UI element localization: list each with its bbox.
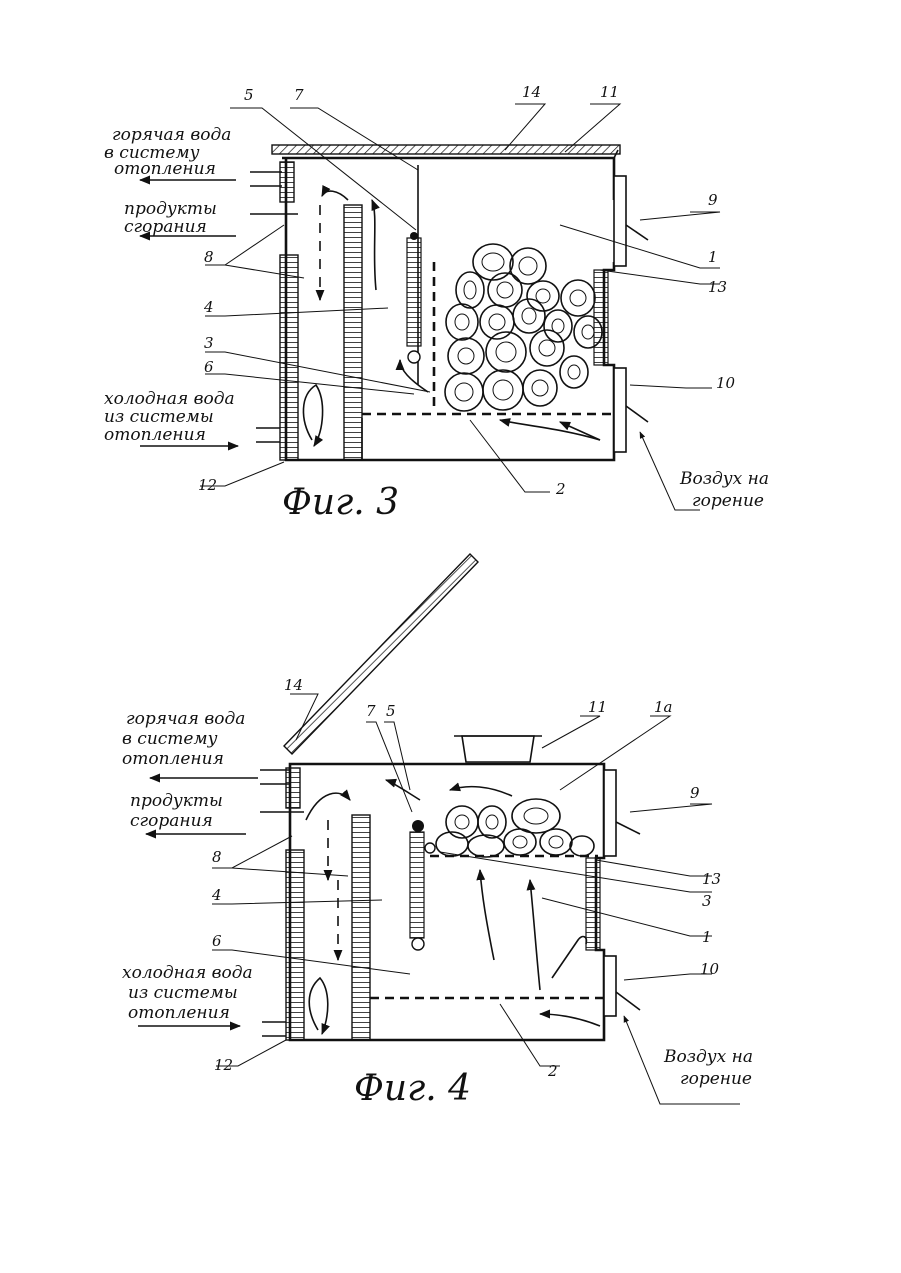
- num4-3: 3: [702, 892, 712, 910]
- cooking-pot: [462, 736, 534, 762]
- cold-water-pipe-4: [262, 1022, 286, 1036]
- door-10: [614, 368, 626, 452]
- lid-14-open: [284, 554, 478, 754]
- firewood-logs-4: [436, 799, 594, 857]
- combustion-label-1: продукты: [124, 199, 217, 219]
- num-5: 5: [244, 86, 254, 104]
- cold-water-label-4-2: из системы: [128, 983, 238, 1003]
- num-12: 12: [198, 476, 217, 494]
- heat-exchanger-wall-4: [344, 205, 362, 460]
- cold-water-label-4-1: холодная вода: [122, 963, 253, 983]
- figure-3: 5 7 14 11 9 1 13 10 8 4 3 6 12 2 горячая…: [104, 83, 769, 523]
- flow-arrows-4: [306, 780, 600, 1034]
- boiler-body: [282, 158, 614, 200]
- thermometer-7b: [410, 832, 424, 938]
- combustion-label-2: сгорания: [124, 217, 207, 237]
- flow-labels: горячая вода в систему отопления продукт…: [104, 125, 769, 511]
- water-jacket-outer: [280, 255, 298, 460]
- door-9: [614, 176, 626, 266]
- hot-water-label-4-3: отопления: [122, 749, 224, 769]
- hot-water-label-4-2: в систему: [122, 729, 218, 749]
- chamber-wall-13b: [586, 858, 600, 950]
- num-1: 1: [708, 248, 718, 266]
- num4-12: 12: [214, 1056, 233, 1074]
- cold-water-label-3: отопления: [104, 425, 206, 445]
- num-7: 7: [294, 86, 304, 104]
- num4-5: 5: [386, 702, 396, 720]
- cold-water-label-4-3: отопления: [128, 1003, 230, 1023]
- water-jacket-outer-4: [286, 850, 304, 1040]
- chamber-wall-13: [594, 270, 608, 365]
- combustion-label-4-1: продукты: [130, 791, 223, 811]
- num-8: 8: [204, 248, 214, 266]
- leader-lines: [200, 104, 720, 510]
- num4-6: 6: [212, 932, 222, 950]
- cold-water-pipe: [256, 428, 280, 442]
- air-label-1: Воздух на: [679, 469, 769, 489]
- combustion-label-4-2: сгорания: [130, 811, 213, 831]
- num4-10: 10: [700, 960, 720, 978]
- figure-4-caption: Фиг. 4: [354, 1068, 471, 1109]
- num4-4: 4: [211, 886, 222, 904]
- heat-exchanger-wall-4b: [352, 815, 370, 1040]
- num-14: 14: [522, 83, 541, 101]
- hot-water-label-1: горячая вода: [112, 125, 231, 145]
- num-11: 11: [600, 83, 619, 101]
- figure-3-caption: Фиг. 3: [282, 482, 399, 523]
- num4-1: 1: [702, 928, 712, 946]
- num-9: 9: [708, 191, 718, 209]
- figure-4: 14 7 5 11 1а 9 8 4 6 13 3 1 10 12 2 горя…: [122, 554, 753, 1109]
- num4-7: 7: [366, 702, 376, 720]
- door-9b: [604, 770, 616, 856]
- num-6: 6: [204, 358, 214, 376]
- hot-water-label-4-1: горячая вода: [126, 709, 245, 729]
- hot-water-pipe: [250, 172, 282, 186]
- num4-1a: 1а: [654, 698, 673, 716]
- num4-14: 14: [284, 676, 303, 694]
- air-label-4-1: Воздух на: [663, 1047, 753, 1067]
- firewood-logs: [445, 244, 602, 411]
- num4-9: 9: [690, 784, 700, 802]
- num-4: 4: [203, 298, 214, 316]
- num-3: 3: [204, 334, 214, 352]
- num4-11: 11: [588, 698, 607, 716]
- num-2: 2: [555, 480, 566, 498]
- num4-2: 2: [547, 1062, 558, 1080]
- thermometer-7: [407, 238, 421, 346]
- num-13: 13: [708, 278, 727, 296]
- num4-8: 8: [212, 848, 222, 866]
- air-label-2: горение: [692, 491, 764, 511]
- air-label-4-2: горение: [680, 1069, 752, 1089]
- num-10: 10: [716, 374, 736, 392]
- hot-water-label-3: отопления: [114, 159, 216, 179]
- door-10b: [604, 956, 616, 1016]
- cold-water-label-1: холодная вода: [104, 389, 235, 409]
- cold-water-label-2: из системы: [104, 407, 214, 427]
- num4-13: 13: [702, 870, 721, 888]
